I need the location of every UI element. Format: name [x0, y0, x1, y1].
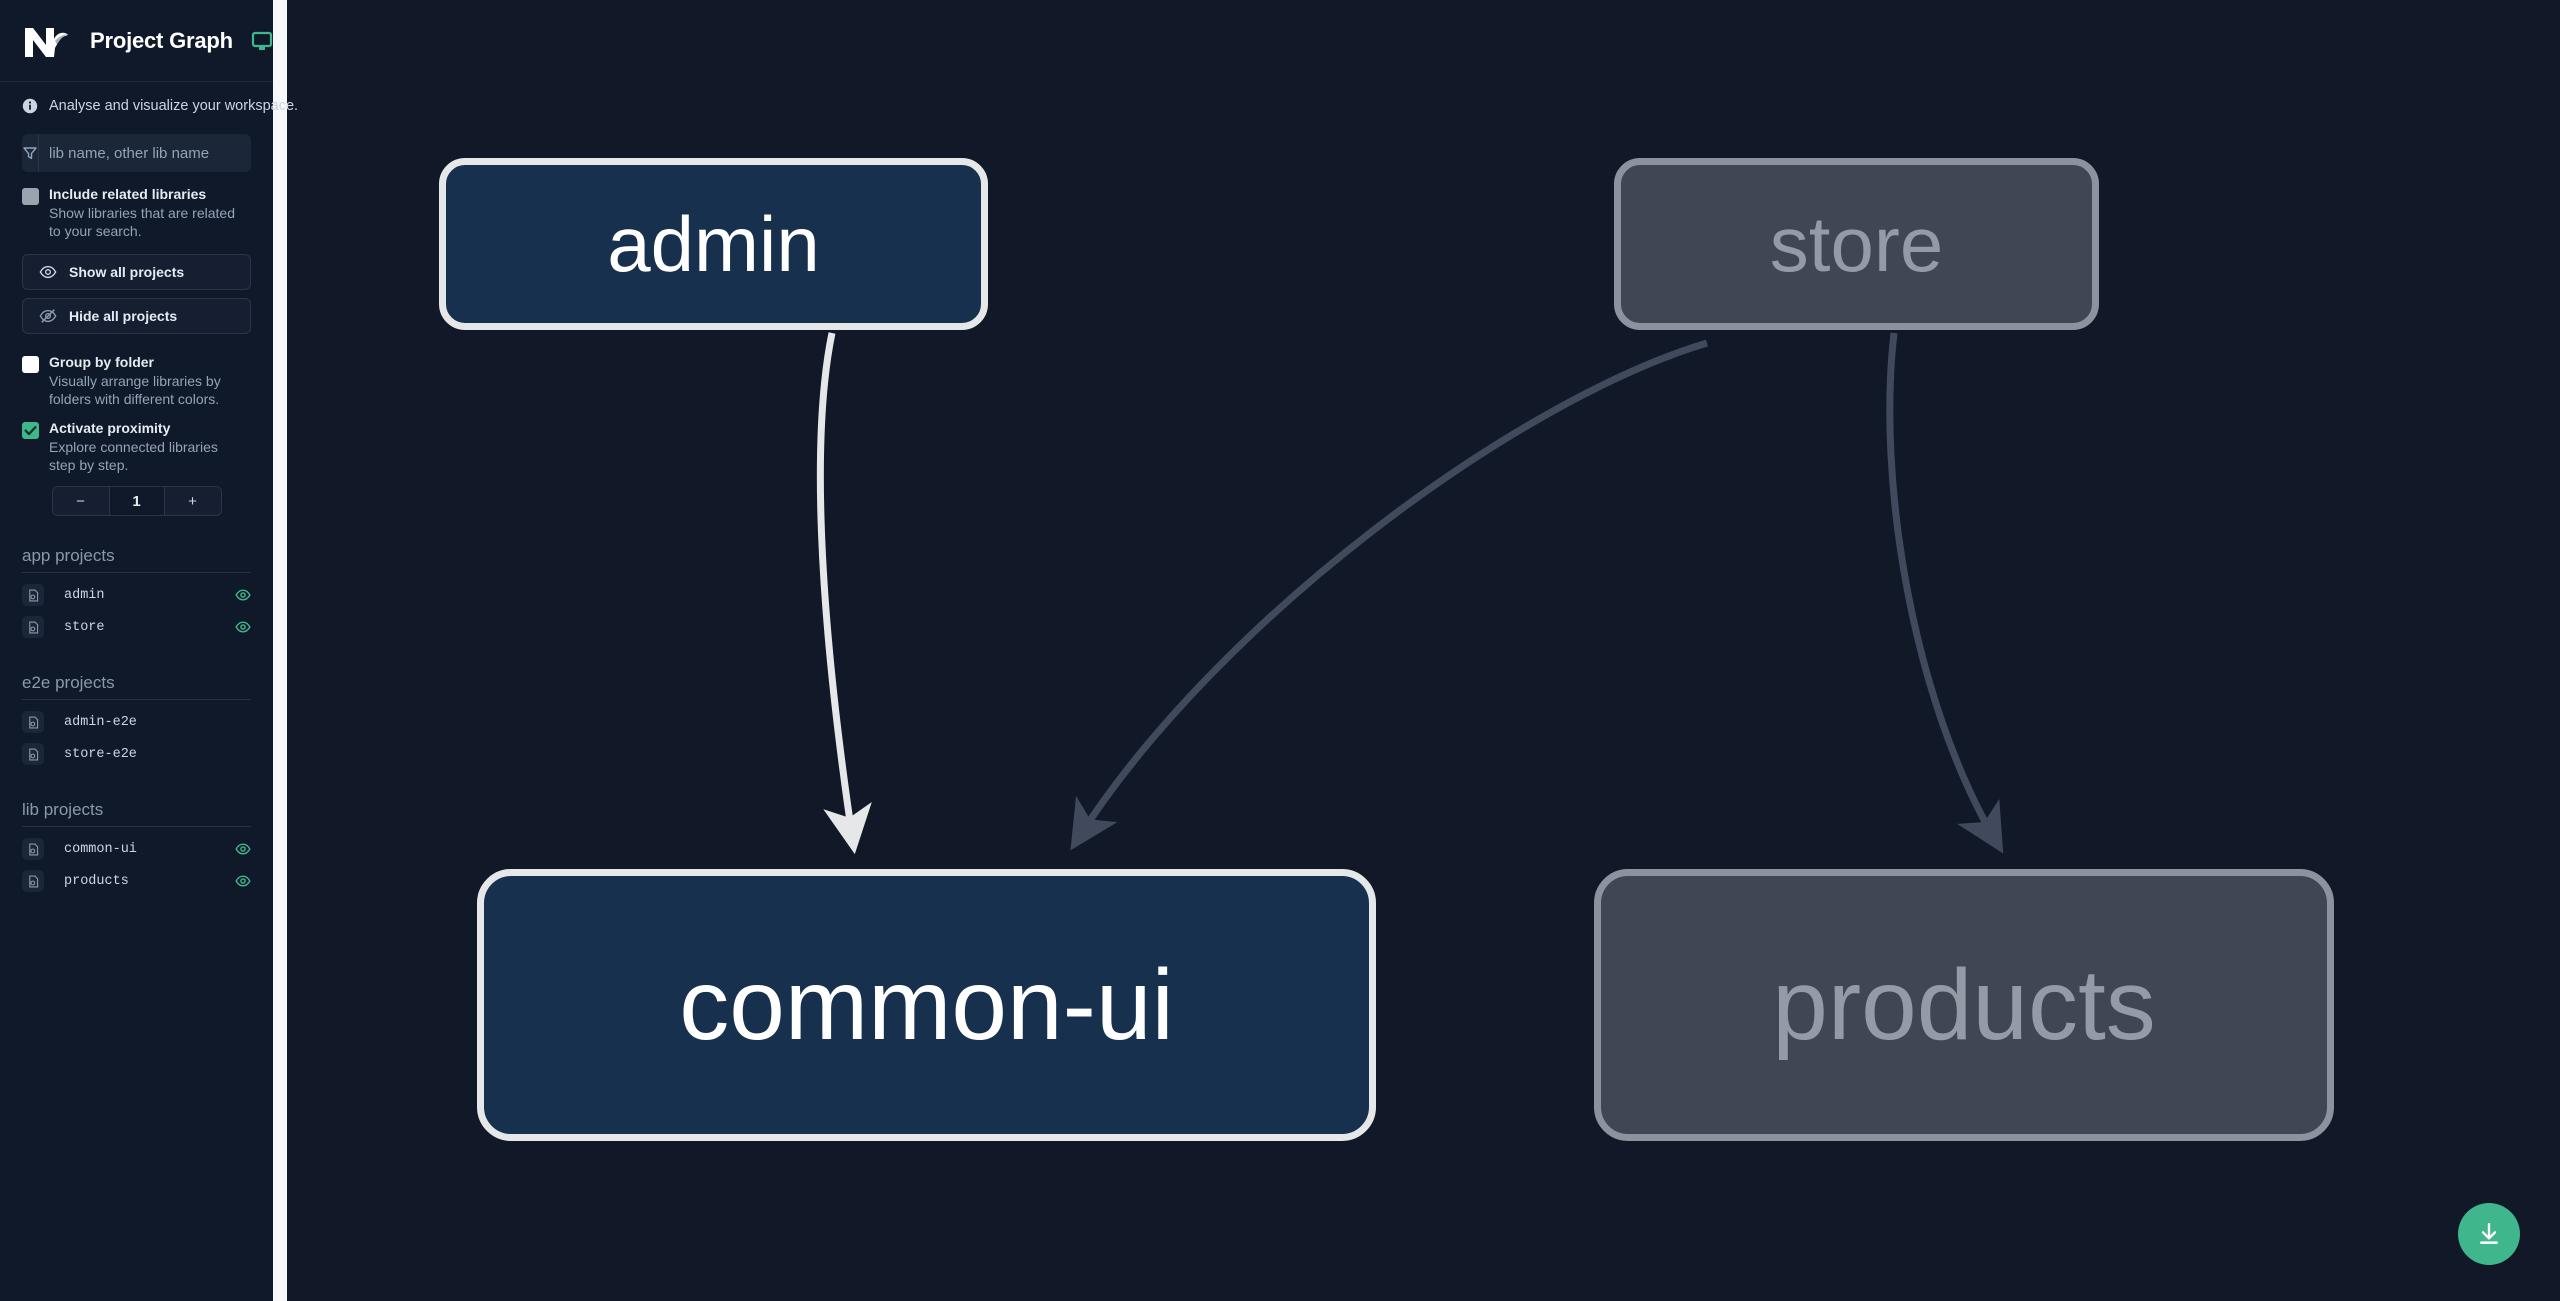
project-name: store: [64, 619, 105, 635]
download-icon: [2480, 1223, 2498, 1244]
project-name: admin: [64, 587, 105, 603]
project-file-icon: [22, 870, 44, 892]
project-file-icon: [22, 838, 44, 860]
eye-off-icon: [39, 309, 57, 323]
activate-proximity-checkbox[interactable]: [22, 422, 39, 439]
project-name: common-ui: [64, 841, 137, 857]
option-group-by-folder[interactable]: Group by folder Visually arrange librari…: [0, 334, 273, 408]
check-icon: [24, 426, 37, 436]
edge-admin-to-common-ui: [816, 332, 872, 855]
graph-canvas[interactable]: admin store common-ui products: [287, 0, 2560, 1301]
project-row-common-ui[interactable]: common-ui: [22, 833, 251, 865]
project-visible-eye-icon[interactable]: [235, 619, 251, 635]
project-row-products[interactable]: products: [22, 865, 251, 897]
option-activate-proximity[interactable]: Activate proximity Explore connected lib…: [0, 408, 273, 474]
include-related-label: Include related libraries: [49, 186, 207, 202]
activate-proximity-description: Explore connected libraries step by step…: [49, 439, 218, 473]
project-row-store-e2e[interactable]: store-e2e: [22, 738, 251, 770]
graph-node-label: common-ui: [679, 948, 1174, 1061]
app-projects-list: admin store: [22, 579, 251, 643]
project-name: products: [64, 873, 129, 889]
activate-proximity-label: Activate proximity: [49, 420, 171, 436]
graph-node-label: admin: [607, 199, 820, 288]
info-icon: [22, 98, 38, 114]
graph-node-products[interactable]: products: [1594, 869, 2334, 1141]
download-graph-button[interactable]: [2458, 1203, 2520, 1265]
page-title: Project Graph: [90, 27, 233, 53]
e2e-projects-list: admin-e2e store-e2e: [22, 706, 251, 770]
project-name: store-e2e: [64, 746, 137, 762]
section-title-e2e-projects: e2e projects: [22, 673, 251, 700]
search-box[interactable]: [22, 134, 251, 172]
project-file-icon: [22, 616, 44, 638]
section-title-lib-projects: lib projects: [22, 800, 251, 827]
project-visibility-placeholder: [235, 714, 251, 730]
edge-store-to-common-ui: [1070, 339, 1709, 851]
nx-logo-icon: [22, 21, 70, 61]
project-visible-eye-icon[interactable]: [235, 587, 251, 603]
search-section: [0, 128, 273, 172]
option-include-related-libraries[interactable]: Include related libraries Show libraries…: [0, 172, 273, 240]
project-file-icon: [22, 584, 44, 606]
group-by-folder-description: Visually arrange libraries by folders wi…: [49, 373, 221, 407]
hide-all-projects-label: Hide all projects: [69, 308, 178, 324]
include-related-description: Show libraries that are related to your …: [49, 205, 235, 239]
edge-store-to-products: [1886, 332, 2004, 854]
project-row-admin[interactable]: admin: [22, 579, 251, 611]
project-row-admin-e2e[interactable]: admin-e2e: [22, 706, 251, 738]
filter-icon: [22, 134, 39, 172]
sidebar: Project Graph Analyse and visualize your…: [0, 0, 298, 1301]
proximity-value: 1: [108, 487, 165, 515]
graph-node-label: store: [1769, 199, 1944, 288]
group-by-folder-checkbox[interactable]: [22, 356, 39, 373]
graph-node-store[interactable]: store: [1614, 158, 2099, 330]
proximity-stepper: − 1 +: [51, 486, 222, 516]
graph-node-common-ui[interactable]: common-ui: [477, 869, 1376, 1141]
tagline: Analyse and visualize your workspace.: [0, 82, 298, 128]
sidebar-scrollbar[interactable]: [273, 0, 287, 1301]
eye-icon: [39, 265, 57, 279]
project-visible-eye-icon[interactable]: [235, 841, 251, 857]
section-lib-projects: lib projects common-ui: [0, 800, 273, 897]
section-app-projects: app projects admin: [0, 546, 273, 643]
visibility-buttons: Show all projects Hide all projects: [0, 240, 273, 334]
proximity-decrement-button[interactable]: −: [52, 487, 109, 515]
project-row-store[interactable]: store: [22, 611, 251, 643]
show-all-projects-button[interactable]: Show all projects: [22, 254, 251, 290]
graph-edges: [816, 332, 2004, 855]
show-all-projects-label: Show all projects: [69, 264, 185, 280]
project-file-icon: [22, 743, 44, 765]
proximity-stepper-wrap: − 1 +: [0, 474, 273, 516]
graph-node-admin[interactable]: admin: [439, 158, 988, 330]
hide-all-projects-button[interactable]: Hide all projects: [22, 298, 251, 334]
proximity-increment-button[interactable]: +: [164, 487, 221, 515]
project-file-icon: [22, 711, 44, 733]
project-visible-eye-icon[interactable]: [235, 873, 251, 889]
project-visibility-placeholder: [235, 746, 251, 762]
tagline-text: Analyse and visualize your workspace.: [49, 98, 299, 114]
graph-node-label: products: [1772, 948, 2156, 1061]
search-input[interactable]: [39, 134, 251, 172]
project-name: admin-e2e: [64, 714, 137, 730]
group-by-folder-label: Group by folder: [49, 354, 154, 370]
monitor-icon[interactable]: [251, 30, 273, 52]
section-e2e-projects: e2e projects admin-e2e: [0, 673, 273, 770]
include-related-checkbox[interactable]: [22, 188, 39, 205]
section-title-app-projects: app projects: [22, 546, 251, 573]
sidebar-header: Project Graph: [0, 0, 273, 82]
lib-projects-list: common-ui products: [22, 833, 251, 897]
